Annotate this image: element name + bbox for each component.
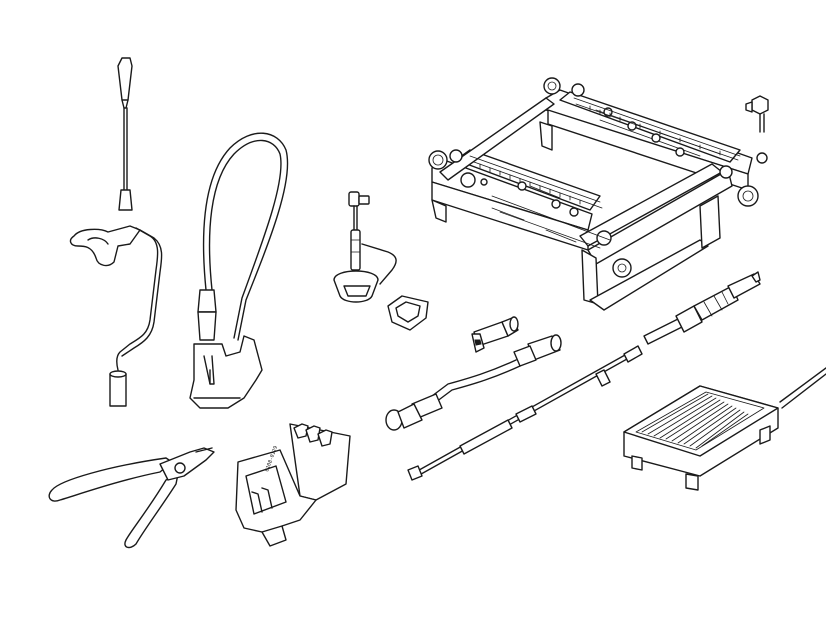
tool-rod [407, 345, 643, 481]
connection-cable [385, 334, 562, 431]
pcb-holder-frame [428, 77, 768, 311]
tip-holder: 0108-0129 [235, 423, 351, 547]
nozzle-stand [333, 191, 397, 303]
probe-holder [69, 57, 163, 407]
tip-pen [643, 271, 761, 345]
thumb-screw [745, 95, 769, 133]
small-cup [387, 295, 429, 331]
foot-switch [623, 367, 826, 491]
flex-arm-stand [189, 132, 289, 409]
adapter-plug [471, 316, 519, 353]
side-cutter [48, 447, 215, 549]
